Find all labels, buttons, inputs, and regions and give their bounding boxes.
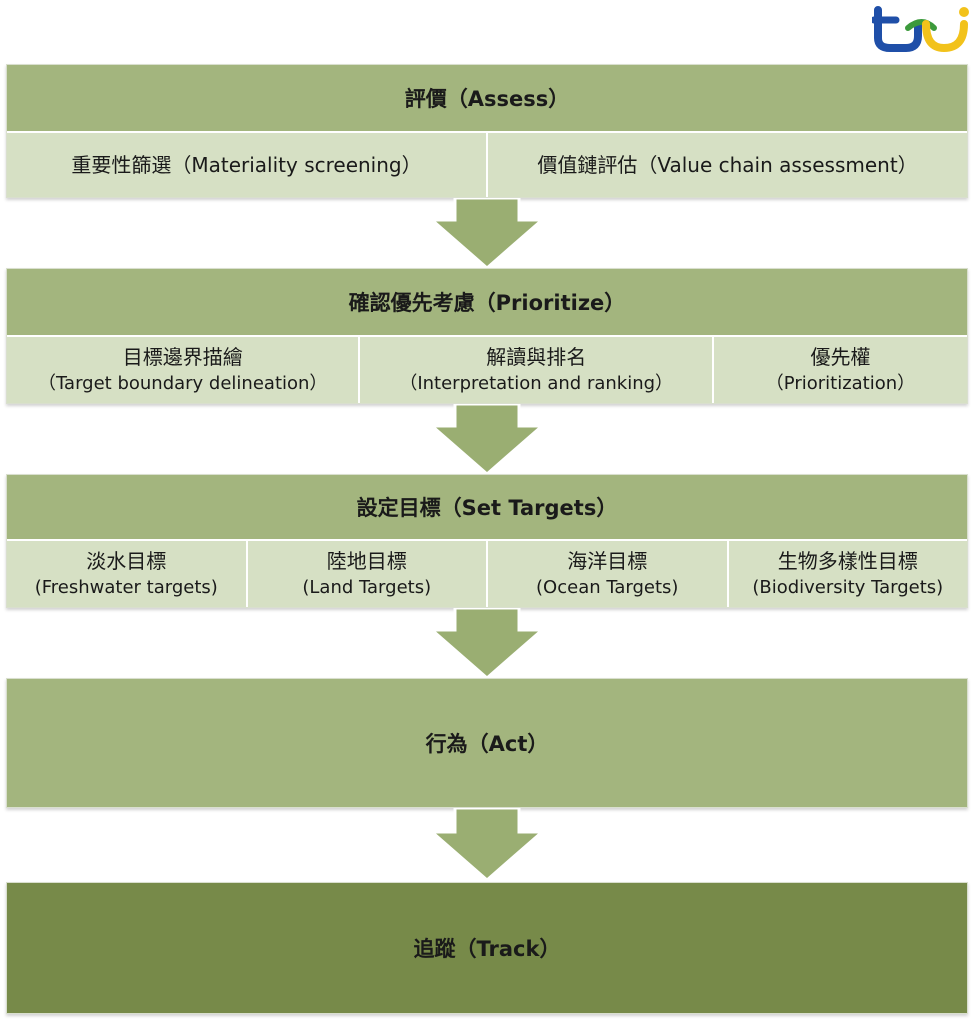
substep-label-zh: 淡水目標 xyxy=(86,549,167,574)
substep-biodiversity-targets: 生物多樣性目標 (Biodiversity Targets) xyxy=(726,541,968,607)
stage-act: 行為（Act） xyxy=(6,678,968,808)
substep-label-en: (Freshwater targets) xyxy=(34,577,218,599)
stage-title: 行為（Act） xyxy=(425,732,549,756)
substep-prioritization: 優先權 （Prioritization） xyxy=(711,337,967,403)
down-arrow xyxy=(428,808,546,882)
substep-value-chain-assessment: 價值鏈評估（Value chain assessment） xyxy=(486,133,967,197)
substep-label-zh: 優先權 xyxy=(810,345,871,370)
stage-set-targets: 設定目標（Set Targets） 淡水目標 (Freshwater targe… xyxy=(6,474,968,608)
substep-label-zh: 解讀與排名 xyxy=(486,345,587,370)
tej-logo xyxy=(872,6,969,53)
stage-track: 追蹤（Track） xyxy=(6,882,968,1014)
substep-materiality-screening: 重要性篩選（Materiality screening） xyxy=(7,133,486,197)
down-arrow xyxy=(428,198,546,270)
stage-title: 追蹤（Track） xyxy=(413,937,561,961)
substep-label: 重要性篩選（Materiality screening） xyxy=(71,153,422,177)
substep-label-zh: 陸地目標 xyxy=(326,549,407,574)
stage-title: 設定目標（Set Targets） xyxy=(356,496,618,520)
substep-label-en: （Interpretation and ranking） xyxy=(399,373,674,395)
stage-title: 評價（Assess） xyxy=(404,87,570,111)
stage-title: 確認優先考慮（Prioritize） xyxy=(348,291,626,315)
substeps-row: 淡水目標 (Freshwater targets) 陸地目標 (Land Tar… xyxy=(7,539,967,607)
substep-label-zh: 海洋目標 xyxy=(567,549,648,574)
down-arrow xyxy=(428,608,546,680)
substep-freshwater-targets: 淡水目標 (Freshwater targets) xyxy=(7,541,246,607)
substeps-row: 目標邊界描繪 （Target boundary delineation） 解讀與… xyxy=(7,335,967,403)
substep-ocean-targets: 海洋目標 (Ocean Targets) xyxy=(486,541,727,607)
substep-label-en: (Biodiversity Targets) xyxy=(752,577,944,599)
substeps-row: 重要性篩選（Materiality screening） 價值鏈評估（Value… xyxy=(7,131,967,197)
stage-prioritize: 確認優先考慮（Prioritize） 目標邊界描繪 （Target bounda… xyxy=(6,268,968,404)
substep-land-targets: 陸地目標 (Land Targets) xyxy=(245,541,487,607)
down-arrow xyxy=(428,404,546,476)
substep-target-boundary-delineation: 目標邊界描繪 （Target boundary delineation） xyxy=(7,337,358,403)
substep-label-en: (Ocean Targets) xyxy=(536,577,679,599)
substep-label: 價值鏈評估（Value chain assessment） xyxy=(537,153,918,177)
substep-label-en: (Land Targets) xyxy=(302,577,432,599)
substep-label-zh: 目標邊界描繪 xyxy=(122,345,243,370)
substep-label-en: （Prioritization） xyxy=(765,373,916,395)
substep-label-en: （Target boundary delineation） xyxy=(38,373,328,395)
substep-label-zh: 生物多樣性目標 xyxy=(777,549,918,574)
stage-assess: 評價（Assess） 重要性篩選（Materiality screening） … xyxy=(6,64,968,198)
substep-interpretation-ranking: 解讀與排名 （Interpretation and ranking） xyxy=(358,337,711,403)
